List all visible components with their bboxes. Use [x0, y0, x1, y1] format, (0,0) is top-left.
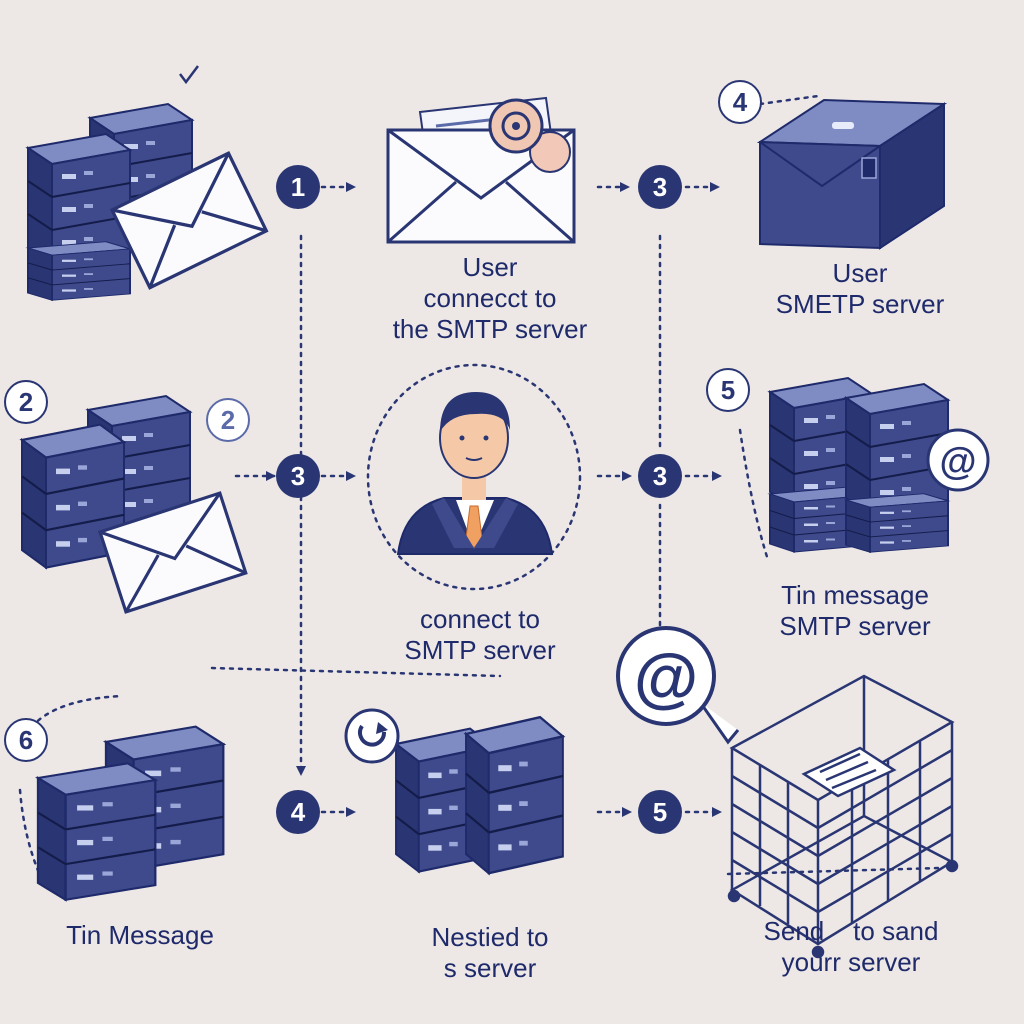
- step-badge: 3: [638, 165, 682, 209]
- step-badge: 1: [276, 165, 320, 209]
- step-badge: 5: [638, 790, 682, 834]
- arrow-heads: [266, 182, 722, 817]
- label-top-right: User SMETP server: [775, 258, 945, 319]
- checkmark-icon: [179, 65, 199, 85]
- at-sign-icon: [926, 428, 990, 492]
- wax-seal-icon: [488, 98, 571, 173]
- server-stack-icon: [394, 716, 565, 875]
- label-bottom-center: Nestied to s server: [431, 922, 549, 983]
- corner-badge: 2: [4, 380, 48, 424]
- label-bottom-left: Tin Message: [66, 920, 214, 950]
- at-sign-icon: [616, 626, 740, 745]
- step-badge: 4: [276, 790, 320, 834]
- refresh-icon: [344, 708, 400, 764]
- step-badge: 3: [638, 454, 682, 498]
- server-badge: 2: [206, 398, 250, 442]
- label-bottom-right: Send to sand yourr server: [763, 916, 939, 977]
- at-sign-small: @: [939, 441, 976, 483]
- server-stack-icon: [36, 725, 225, 901]
- label-middle-center: connect to SMTP server: [404, 604, 556, 665]
- at-sign-big: @: [634, 640, 698, 714]
- parcel-box-icon: [756, 98, 948, 250]
- label-top-center: User connecct to the SMTP server: [392, 252, 588, 344]
- corner-badge: 5: [706, 368, 750, 412]
- label-middle-right: Tin message SMTP server: [779, 580, 931, 641]
- mail-cage-icon: [727, 674, 959, 959]
- corner-badge: 4: [718, 80, 762, 124]
- corner-badge: 6: [4, 718, 48, 762]
- user-avatar-icon: [396, 392, 554, 555]
- server-stack-icon: [769, 377, 949, 554]
- step-badge: 3: [276, 454, 320, 498]
